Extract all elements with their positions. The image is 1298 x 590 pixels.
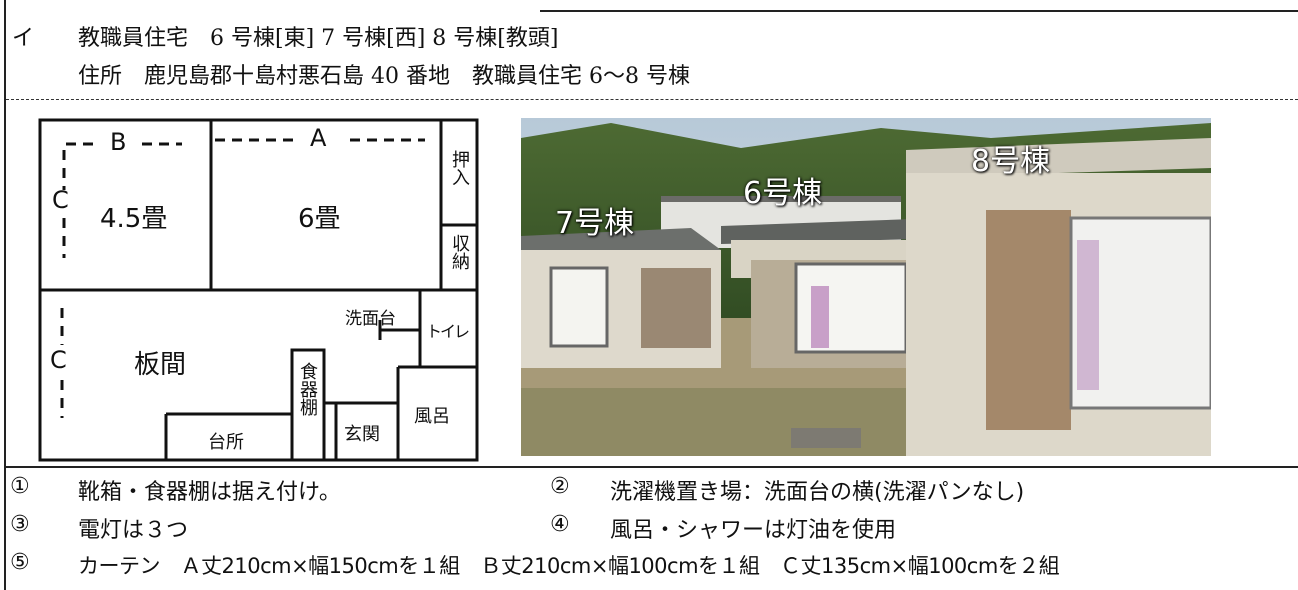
floor-plan [38, 118, 479, 462]
note-4-text: 風呂・シャワーは灯油を使用 [610, 518, 897, 543]
itama-label: 板間 [134, 350, 187, 380]
note-5-text: カーテン Ａ丈210cm×幅150cmを１組 Ｂ丈210cm×幅100cmを１組… [78, 554, 1060, 578]
top-rule [540, 10, 1298, 12]
senmendai-label: 洗面台 [345, 309, 396, 329]
note-3-text: 電灯は３つ [78, 518, 189, 543]
room-c-label-lower: C [50, 346, 67, 374]
oshiire-label: 押入 [449, 150, 470, 186]
note-4-number: ④ [550, 512, 570, 537]
note-1-text: 靴箱・食器棚は据え付け。 [78, 480, 341, 505]
note-2-text: 洗濯機置き場：洗面台の横(洗濯パンなし) [610, 480, 1025, 505]
genkan-label: 玄関 [344, 424, 380, 445]
housing-photo: 7号棟 6号棟 8号棟 [521, 118, 1211, 456]
toilet-label: トイレ [426, 322, 470, 341]
photo-label-6: 6号棟 [743, 176, 823, 211]
left-border [4, 0, 6, 590]
header-title: 教職員住宅 6 号棟[東] 7 号棟[西] 8 号棟[教頭] [78, 26, 559, 51]
note-1-number: ① [10, 474, 30, 499]
room-b-label: B [110, 128, 127, 156]
daidokoro-label: 台所 [208, 432, 244, 453]
photo-label-8: 8号棟 [971, 144, 1051, 179]
notes-divider [6, 466, 1298, 468]
photo-label-7: 7号棟 [555, 206, 635, 241]
furo-label: 風呂 [414, 406, 450, 427]
shokkidana-label: 食器棚 [297, 362, 318, 416]
room-c-label-upper: C [52, 186, 69, 214]
shuno-label: 収納 [449, 234, 470, 270]
room-a-label: A [310, 124, 327, 152]
dashed-divider [6, 99, 1298, 100]
header-marker: イ [12, 26, 35, 51]
header-address: 住所 鹿児島郡十島村悪石島 40 番地 教職員住宅 6～8 号棟 [78, 64, 690, 89]
tatami-45-label: 4.5畳 [100, 204, 168, 234]
tatami-6-label: 6畳 [298, 204, 341, 234]
note-3-number: ③ [10, 512, 30, 537]
note-5-number: ⑤ [10, 550, 30, 575]
note-2-number: ② [550, 474, 570, 499]
